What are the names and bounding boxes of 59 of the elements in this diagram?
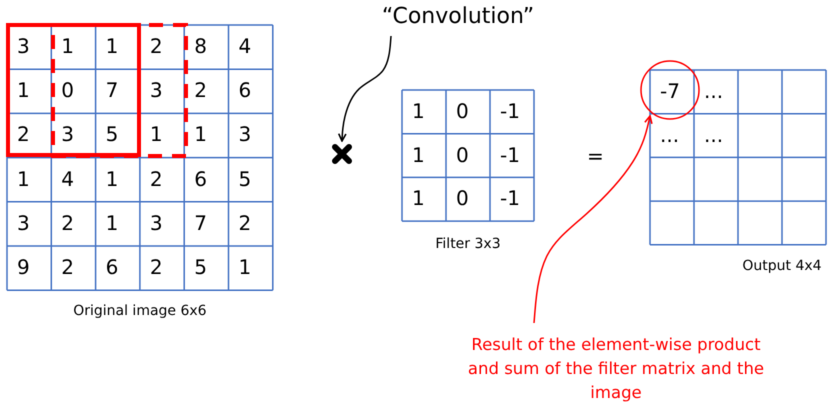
matrix-value: -1	[500, 142, 520, 167]
matrix-value: 2	[150, 34, 163, 58]
matrix-value: 1	[194, 122, 207, 146]
arrow	[533, 115, 653, 324]
matrix-value: 7	[194, 210, 207, 235]
matrix-value: ...	[660, 122, 680, 147]
arrow	[338, 36, 392, 142]
matrix-value: 1	[106, 210, 118, 235]
matrix-value: 9	[17, 255, 30, 279]
matrix-value: 2	[61, 255, 74, 279]
matrix-value: 4	[61, 166, 74, 191]
matrix-value: 0	[61, 78, 74, 102]
matrix-value: 6	[194, 166, 207, 191]
matrix-value: 3	[238, 122, 252, 146]
equals-sign: =	[587, 144, 604, 168]
matrix-value: 5	[106, 122, 118, 146]
matrix-value: 1	[412, 142, 425, 167]
matrix-value: 1	[106, 34, 118, 58]
matrix-value: 2	[150, 255, 163, 279]
matrix-value: 3	[17, 210, 30, 235]
matrix-value: 3	[17, 34, 30, 58]
matrix-value: 1	[150, 122, 163, 146]
matrix-value: 5	[238, 166, 252, 191]
matrix-value: 5	[194, 255, 207, 279]
matrix-value: -1	[500, 186, 520, 210]
matrix-value: 0	[456, 142, 469, 167]
matrix-value: 0	[456, 186, 469, 210]
matrix-value: -7	[660, 79, 680, 103]
matrix-value: 1	[412, 99, 425, 123]
matrix-value: 7	[106, 78, 118, 102]
multiply-icon	[331, 143, 353, 165]
matrix-value: ...	[704, 79, 724, 103]
annotation-text: Result of the element-wise product and sum of the filter matrix and the image	[466, 333, 766, 405]
matrix-value: 2	[238, 210, 252, 235]
matrix-value: ...	[704, 122, 724, 147]
matrix-value: 3	[150, 210, 163, 235]
matrix-value: -1	[500, 99, 520, 123]
matrix-value: 2	[194, 78, 207, 102]
caption: Output 4x4	[742, 258, 822, 274]
matrix-value: 3	[150, 78, 163, 102]
matrix-value: 8	[194, 34, 207, 58]
matrix-value: 2	[150, 166, 163, 191]
matrix-value: 2	[61, 210, 74, 235]
matrix-value: 3	[61, 122, 74, 146]
matrix-value: 1	[17, 78, 30, 102]
matrix-value: 4	[238, 34, 252, 58]
title-text: “Convolution”	[378, 2, 538, 32]
matrix-value: 0	[456, 99, 469, 123]
matrix-value: 1	[61, 34, 74, 58]
matrix-value: 6	[238, 78, 252, 102]
caption: Original image 6x6	[73, 303, 207, 319]
matrix-value: 2	[17, 122, 30, 146]
matrix-value: 1	[412, 186, 425, 210]
matrix-value: 1	[17, 166, 30, 191]
matrix-value: 6	[106, 255, 118, 279]
matrix-value: 1	[238, 255, 252, 279]
highlight-circle	[640, 60, 700, 120]
caption: Filter 3x3	[435, 236, 501, 252]
matrix-value: 1	[106, 166, 118, 191]
